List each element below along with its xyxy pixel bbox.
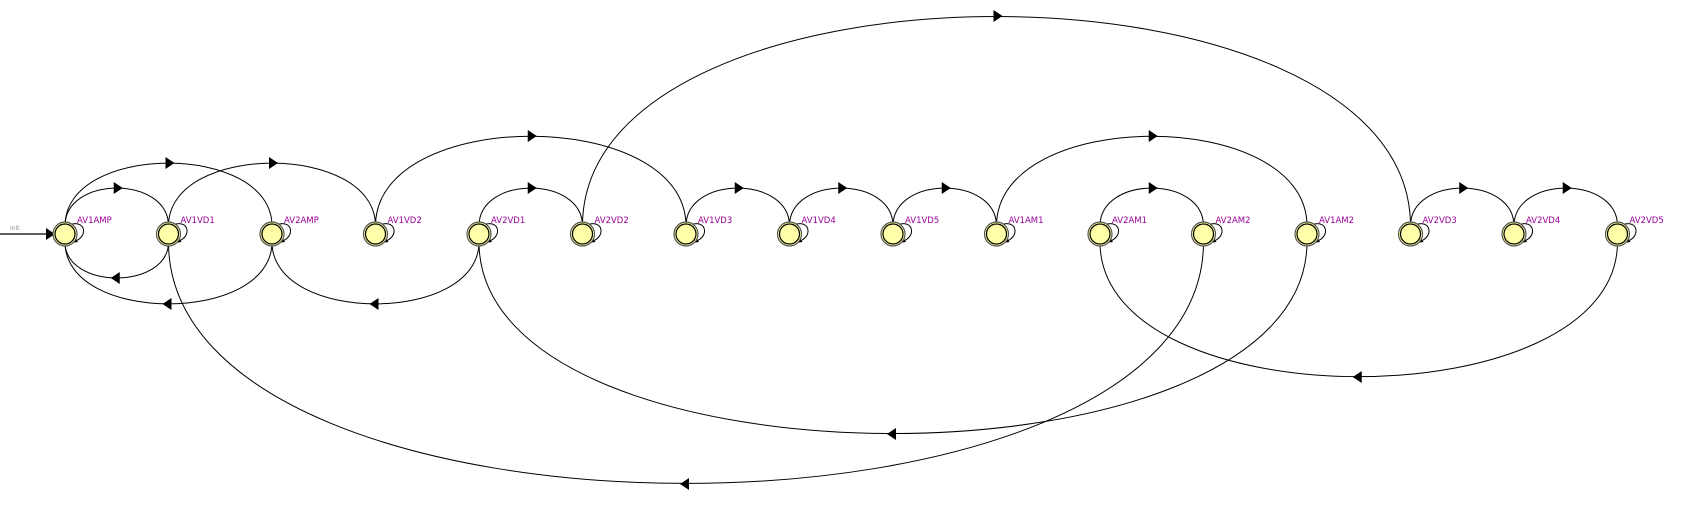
state-circle (882, 223, 904, 245)
transition-arrowhead (269, 157, 278, 169)
state-circle (1399, 223, 1422, 245)
state-av2am2[interactable]: AV2AM2 (1190, 216, 1251, 247)
transition-av1am1-to-av1am2 (996, 135, 1308, 227)
state-av1vd2[interactable]: AV1VD2 (362, 216, 422, 247)
state-label: AV2VD1 (491, 216, 525, 226)
state-label: AV1VD1 (181, 216, 215, 226)
state-label: AV2AM1 (1112, 216, 1147, 226)
initial-label: init (10, 225, 20, 232)
transition-arrowhead (993, 10, 1003, 22)
state-av2am1[interactable]: AV2AM1 (1087, 216, 1147, 247)
state-label: AV1VD4 (802, 216, 836, 226)
state-circle (1503, 223, 1525, 245)
transition-arrowhead (887, 428, 896, 440)
transition-av2vd1-to-av2amp (271, 241, 480, 305)
state-av2vd2[interactable]: AV2VD2 (569, 216, 629, 247)
state-circle (1296, 223, 1318, 245)
transition-arrowhead (527, 130, 537, 142)
state-label: AV1VD3 (698, 216, 732, 226)
state-av1vd3[interactable]: AV1VD3 (673, 216, 732, 247)
transition-arrowhead (680, 478, 689, 490)
transition-arrowhead (941, 182, 951, 194)
transition-arrowhead (734, 182, 744, 194)
state-av1vd5[interactable]: AV1VD5 (880, 216, 939, 247)
transition-av1am2-to-av2vd1 (478, 241, 1308, 434)
state-label: AV1AMP (77, 216, 112, 226)
state-circle (261, 223, 283, 245)
transition-arrowhead (1562, 182, 1572, 194)
state-label: AV1VD2 (388, 216, 422, 226)
state-av2vd4[interactable]: AV2VD4 (1501, 216, 1560, 247)
state-circle (778, 223, 801, 245)
state-label: AV1AM2 (1319, 216, 1354, 226)
transition-arrowhead (162, 298, 172, 310)
transition-arrowhead (527, 182, 537, 194)
transition-arrowhead (1148, 182, 1158, 194)
transition-arrowhead (165, 157, 175, 169)
state-circle (571, 223, 594, 245)
state-label: AV2AM2 (1216, 216, 1251, 226)
transition-arrowhead (369, 298, 379, 310)
state-label: AV1AM1 (1009, 216, 1044, 226)
transition-av1vd1-to-av1amp (64, 241, 169, 279)
state-circle (1089, 223, 1111, 245)
state-circle (54, 223, 76, 245)
state-circle (675, 223, 697, 245)
state-circle (1606, 223, 1629, 245)
state-label: AV2VD3 (1423, 216, 1457, 226)
transition-arrowhead (1459, 182, 1469, 194)
state-label: AV2AMP (284, 216, 319, 226)
state-label: AV2VD4 (1526, 216, 1560, 226)
state-av2vd3[interactable]: AV2VD3 (1397, 216, 1457, 247)
transition-arrowhead (113, 182, 123, 194)
state-circle (157, 223, 180, 245)
transition-arrowhead (838, 182, 848, 194)
initial-arrowhead (46, 228, 55, 240)
state-label: AV1VD5 (905, 216, 939, 226)
state-av1am1[interactable]: AV1AM1 (983, 216, 1044, 247)
transition-arrowhead (1352, 371, 1362, 383)
state-av1amp[interactable]: AV1AMP (52, 216, 112, 247)
transition-arrowhead (1148, 130, 1158, 142)
state-circle (468, 223, 490, 245)
transition-av2vd5-to-av2am1 (1099, 241, 1618, 378)
transition-av2am2-to-av1vd1 (168, 241, 1204, 484)
state-circle (985, 223, 1008, 245)
state-label: AV2VD2 (595, 216, 629, 226)
state-av1vd1[interactable]: AV1VD1 (155, 216, 215, 247)
transition-av1vd2-to-av1vd3 (375, 135, 687, 227)
state-av1vd4[interactable]: AV1VD4 (776, 216, 836, 247)
state-circle (1192, 223, 1215, 245)
state-circle (364, 223, 387, 245)
state-label: AV2VD5 (1630, 216, 1664, 226)
state-av2vd5[interactable]: AV2VD5 (1604, 216, 1664, 247)
state-av2vd1[interactable]: AV2VD1 (466, 216, 525, 247)
state-av1am2[interactable]: AV1AM2 (1294, 216, 1354, 247)
transition-arrowhead (110, 272, 120, 284)
state-av2amp[interactable]: AV2AMP (259, 216, 319, 247)
